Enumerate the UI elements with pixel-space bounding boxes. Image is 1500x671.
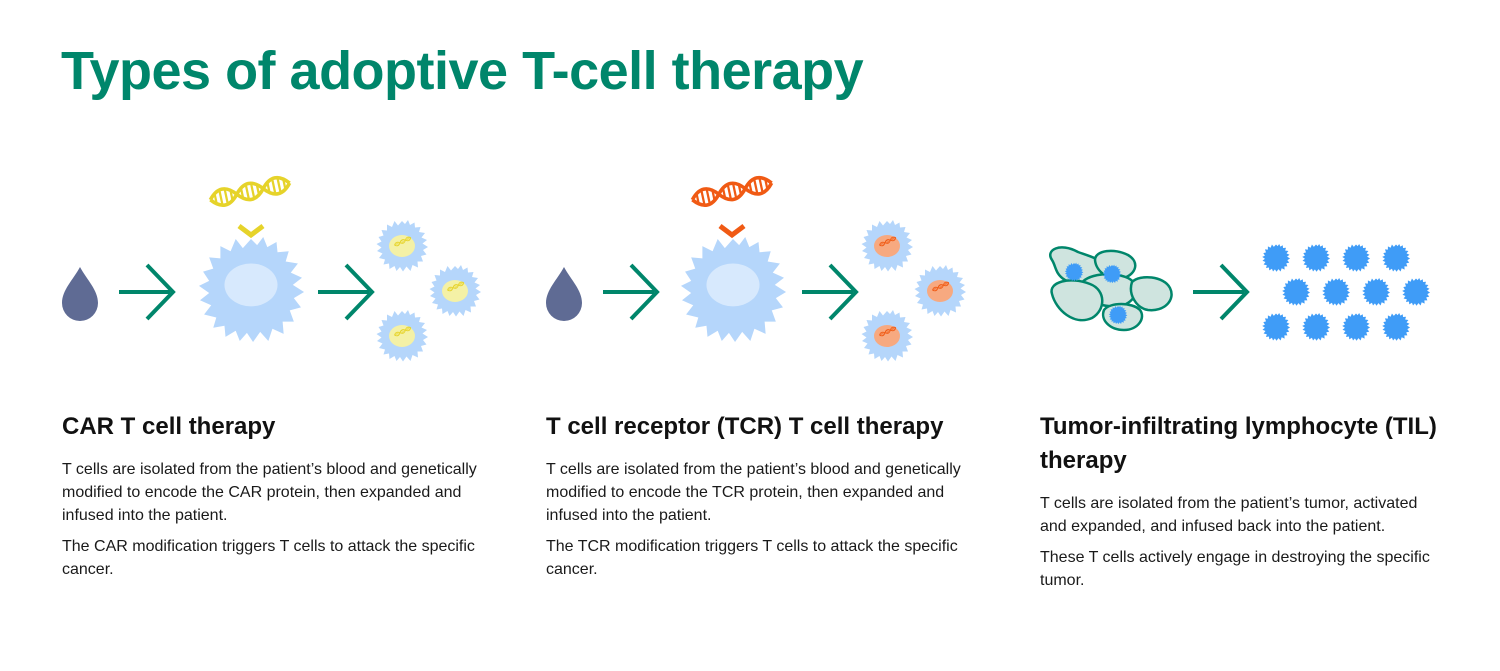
lymphocyte-icon — [1342, 312, 1371, 341]
modified-t-cell-icon — [376, 310, 428, 362]
arrow-right-icon — [1193, 263, 1250, 321]
page-title: Types of adoptive T-cell therapy — [61, 41, 864, 101]
t-cell-icon — [680, 236, 787, 343]
til-description: These T cells actively engage in destroy… — [1040, 549, 1430, 589]
lymphocyte-icon — [1382, 312, 1411, 341]
til-heading: Tumor-infiltrating lymphocyte (TIL) ther… — [1040, 413, 1437, 474]
lymphocyte-icon — [1302, 243, 1331, 272]
lymphocyte-icon — [1302, 312, 1331, 341]
arrow-right-icon — [119, 263, 176, 321]
arrow-right-icon — [802, 263, 859, 321]
tcr-description: T cells are isolated from the patient’s … — [546, 461, 961, 524]
lymphocyte-icon — [1342, 243, 1371, 272]
car-description: T cells are isolated from the patient’s … — [62, 461, 477, 524]
chevron-down-icon — [237, 224, 265, 239]
blood-drop-icon — [62, 267, 98, 321]
modified-t-cell-icon — [861, 310, 913, 362]
t-cell-icon — [198, 236, 305, 343]
lymphocyte-icon — [1382, 243, 1411, 272]
dna-icon — [206, 173, 294, 210]
modified-t-cell-icon — [429, 265, 481, 317]
dna-icon — [688, 173, 776, 210]
arrow-right-icon — [603, 263, 660, 321]
til-panel: Tumor-infiltrating lymphocyte (TIL) ther… — [1040, 410, 1440, 600]
expanded-lymphocytes-icon — [1262, 243, 1431, 341]
car-panel: CAR T cell therapy T cells are isolated … — [62, 410, 482, 589]
car-heading: CAR T cell therapy — [62, 413, 276, 440]
tcr-illustration — [546, 173, 966, 362]
modified-t-cell-icon — [861, 220, 913, 272]
arrow-right-icon — [318, 263, 375, 321]
lymphocyte-icon — [1282, 277, 1311, 306]
tcr-heading: T cell receptor (TCR) T cell therapy — [546, 413, 944, 440]
lymphocyte-icon — [1262, 243, 1291, 272]
tcr-description: The TCR modification triggers T cells to… — [546, 538, 958, 578]
blood-drop-icon — [546, 267, 582, 321]
modified-t-cell-icon — [914, 265, 966, 317]
til-description: T cells are isolated from the patient’s … — [1040, 495, 1418, 535]
car-description: The CAR modification triggers T cells to… — [62, 538, 475, 578]
car-illustration — [62, 173, 481, 362]
lymphocyte-icon — [1262, 312, 1291, 341]
lymphocyte-icon — [1402, 277, 1431, 306]
chevron-down-icon — [718, 224, 746, 239]
lymphocyte-icon — [1322, 277, 1351, 306]
modified-t-cell-icon — [376, 220, 428, 272]
til-illustration — [1049, 243, 1431, 341]
lymphocyte-icon — [1362, 277, 1391, 306]
tcr-panel: T cell receptor (TCR) T cell therapy T c… — [546, 410, 966, 589]
